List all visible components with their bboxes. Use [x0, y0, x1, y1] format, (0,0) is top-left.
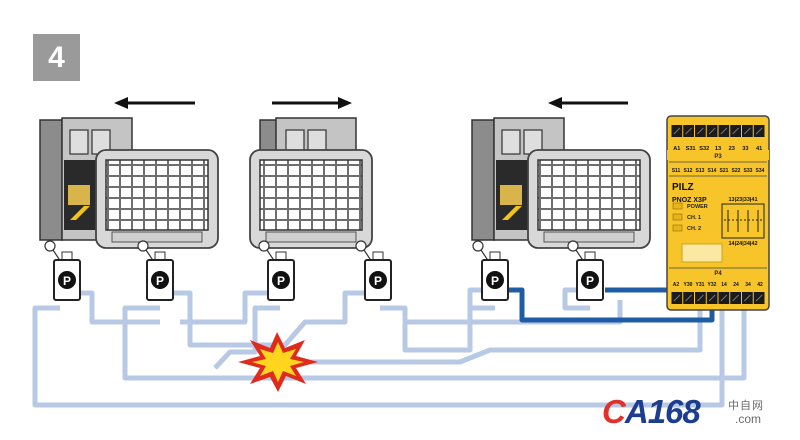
terminal-label: Y31 — [696, 282, 705, 288]
switch-label: P — [374, 274, 382, 288]
terminal-label: S13 — [696, 168, 705, 174]
terminal-label: 24 — [733, 282, 739, 288]
led-indicator — [672, 213, 683, 221]
machine-guard-3 — [471, 117, 651, 249]
switch-label: P — [277, 274, 285, 288]
terminal-label: S33 — [744, 168, 753, 174]
status-leds: POWER CH. 1 CH. 2 — [672, 202, 708, 232]
machine-guard-2 — [249, 117, 373, 249]
terminal-label: S12 — [684, 168, 693, 174]
terminal-label: S22 — [732, 168, 741, 174]
terminal-label: 34 — [745, 282, 751, 288]
position-switch-icon: P — [472, 240, 509, 301]
terminal-label: 23 — [729, 146, 735, 152]
wiring — [32, 287, 747, 408]
switch-label: P — [63, 274, 71, 288]
position-switch-icon: P — [44, 240, 81, 301]
terminal-label: S31 — [686, 146, 696, 152]
led-indicator — [672, 224, 683, 232]
arrow-left-icon — [114, 97, 195, 109]
ca168-logo: CA168 中自网 .com — [602, 392, 792, 432]
position-switch-icon: P — [355, 240, 392, 301]
led-label: CH. 2 — [687, 226, 701, 232]
led-label: CH. 1 — [687, 215, 701, 221]
terminal-label: S34 — [756, 168, 765, 174]
position-switch-icon: P — [137, 240, 174, 301]
terminal-label: Y32 — [708, 282, 717, 288]
terminal-label: 14 — [721, 282, 727, 288]
terminal-label: 33 — [742, 146, 748, 152]
logo-subtitle: 中自网 — [728, 400, 764, 412]
terminal-label: S21 — [720, 168, 729, 174]
bottom-row-label: P4 — [714, 271, 722, 277]
machine-guard-1 — [39, 117, 219, 249]
contact-top-labels: 13|23|33|41 — [728, 197, 757, 203]
led-label: POWER — [687, 204, 708, 210]
terminal-label: Y30 — [684, 282, 693, 288]
switch-label: P — [156, 274, 164, 288]
terminal-label: S32 — [699, 146, 709, 152]
terminal-label: 13 — [715, 146, 721, 152]
terminal-label: A2 — [673, 282, 680, 288]
step-badge: 4 — [33, 34, 80, 81]
active-circuit — [505, 287, 715, 323]
top-screw-terminals — [671, 125, 765, 137]
terminal-label: 42 — [757, 282, 763, 288]
logo-domain: .com — [735, 412, 762, 426]
contact-bottom-labels: 14|24|34|42 — [728, 241, 757, 247]
contact-diagram — [721, 203, 765, 239]
arrow-left-icon — [548, 97, 628, 109]
arrow-right-icon — [272, 97, 352, 109]
bottom-screw-terminals — [671, 292, 765, 304]
short-circuit-icon — [238, 332, 318, 392]
relay-brand: PILZ — [672, 182, 694, 193]
terminal-label: S11 — [672, 168, 681, 174]
logo-wordmark: CA168 — [602, 393, 701, 430]
led-indicator — [672, 202, 683, 210]
relay-model: PNOZ X3P — [672, 197, 707, 204]
terminal-label: A1 — [673, 146, 680, 152]
terminal-label: 41 — [756, 146, 762, 152]
position-switch-icon: P — [567, 240, 604, 301]
terminal-label: S14 — [708, 168, 717, 174]
switch-label: P — [586, 274, 594, 288]
top-row-label: P3 — [714, 154, 722, 160]
position-switch-icon: P — [258, 240, 295, 301]
switch-label: P — [491, 274, 499, 288]
